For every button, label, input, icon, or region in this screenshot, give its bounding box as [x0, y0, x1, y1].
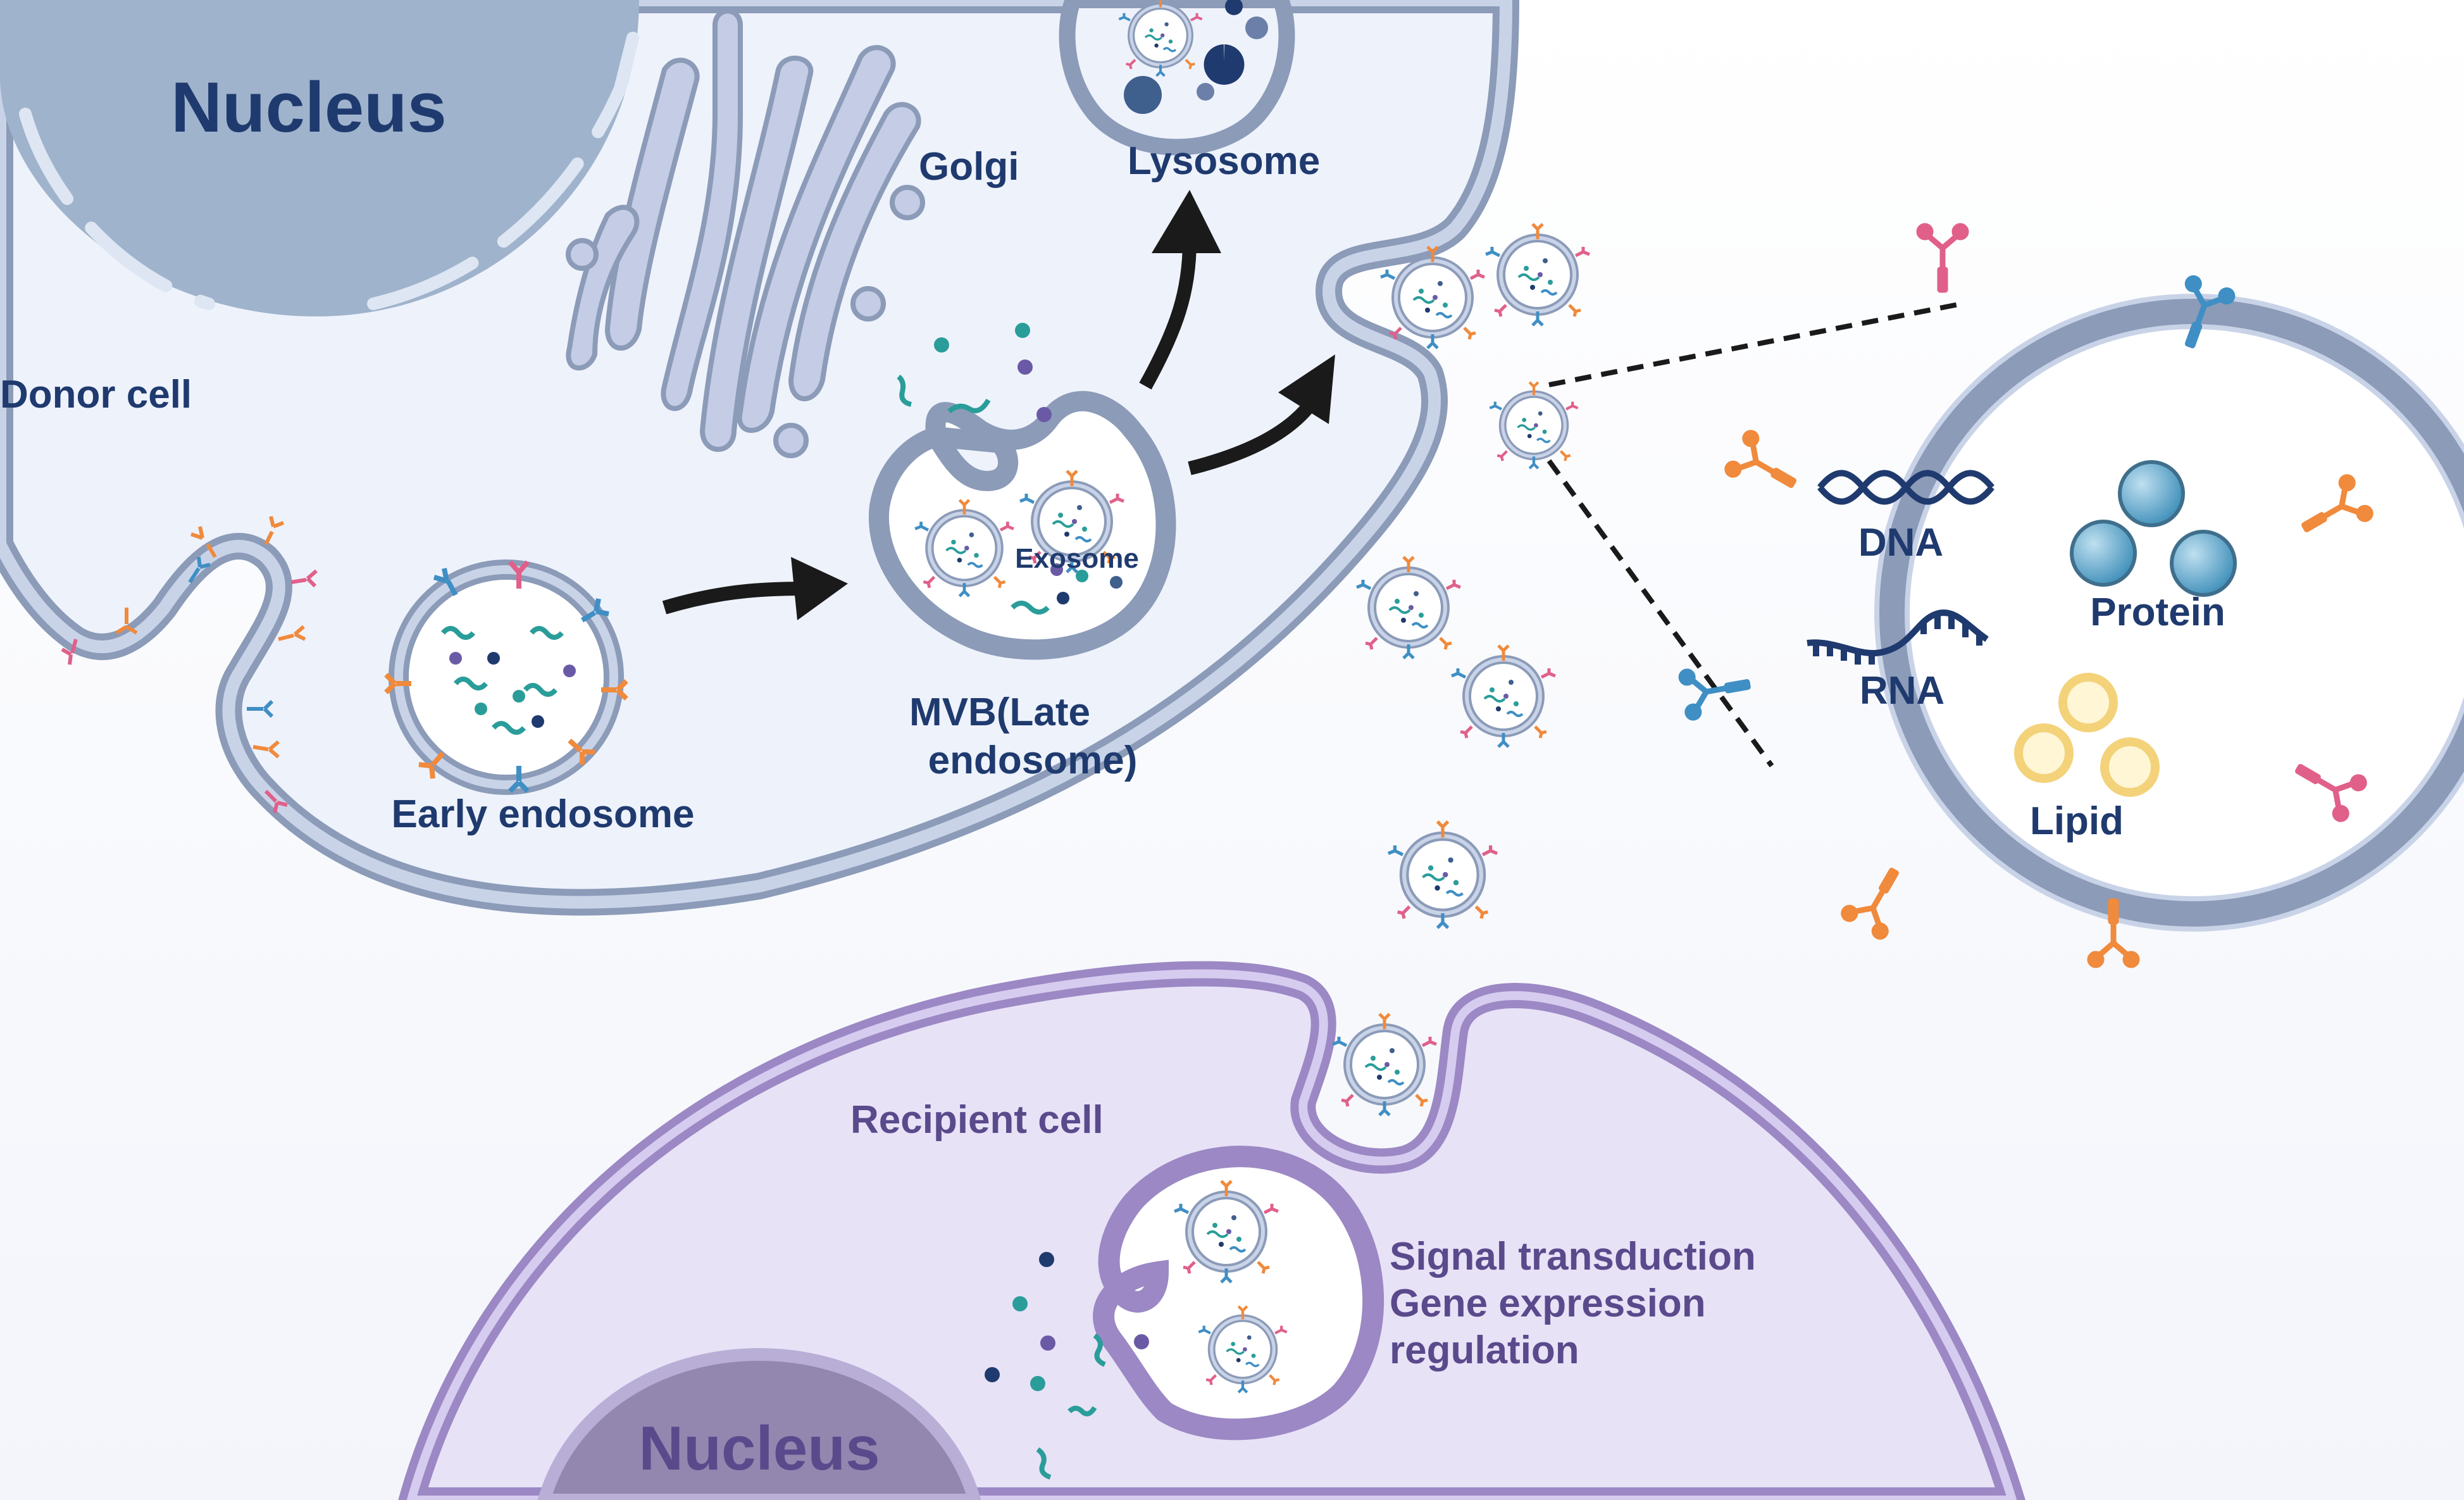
- lipid-icon: [2014, 673, 2160, 797]
- golgi-label: Golgi: [919, 145, 1019, 189]
- rna-icon: [1807, 609, 1989, 665]
- recipient-cell: Recipient cell Signal transduction Gene …: [398, 961, 2025, 1500]
- donor-cell-label: Donor cell: [0, 373, 192, 416]
- donor-nucleus: Nucleus: [0, 0, 639, 316]
- recipient-cell-label: Recipient cell: [850, 1098, 1104, 1142]
- lysosome-label: Lysosome: [1128, 139, 1320, 183]
- arrow-mvb-to-lysosome: [1139, 240, 1197, 390]
- recipient-nucleus: Nucleus: [537, 1347, 981, 1500]
- protein-icon: [2070, 460, 2237, 597]
- donor-nucleus-label: Nucleus: [171, 68, 447, 147]
- early-endosome-label: Early endosome: [392, 792, 695, 836]
- zoom-line-bottom: [1546, 459, 1774, 768]
- golgi-apparatus: [566, 8, 925, 458]
- mvb-label-line1: MVB(Late: [909, 691, 1090, 734]
- lysosome: [1059, 0, 1295, 156]
- dna-icon: [1817, 470, 1994, 505]
- lipid-label: Lipid: [2030, 799, 2124, 843]
- arrow-mvb-to-membrane: [1188, 400, 1316, 475]
- exosome-label: Exosome: [1015, 543, 1139, 574]
- zoom-line-top: [1548, 301, 1962, 387]
- effect-line-1: Signal transduction: [1390, 1235, 1756, 1278]
- effect-line-3: regulation: [1390, 1328, 1579, 1372]
- effect-line-2: Gene expression: [1390, 1282, 1706, 1325]
- recipient-nucleus-label: Nucleus: [638, 1413, 880, 1483]
- donor-cell: Nucleus Golgi Lysosome Donor ce: [0, 0, 1520, 916]
- exosome-zoom-view: DNA Protein RNA Lipid: [1677, 223, 2464, 968]
- mvb-late-endosome: [868, 323, 1176, 660]
- rna-label: RNA: [1860, 669, 1944, 713]
- early-endosome: [384, 559, 628, 795]
- endocytic-vesicle: [1093, 1146, 1384, 1441]
- mvb-label-line2: endosome): [928, 739, 1138, 782]
- released-cargo: [985, 1252, 1149, 1480]
- protein-label: Protein: [2090, 591, 2225, 634]
- dna-label: DNA: [1858, 521, 1943, 565]
